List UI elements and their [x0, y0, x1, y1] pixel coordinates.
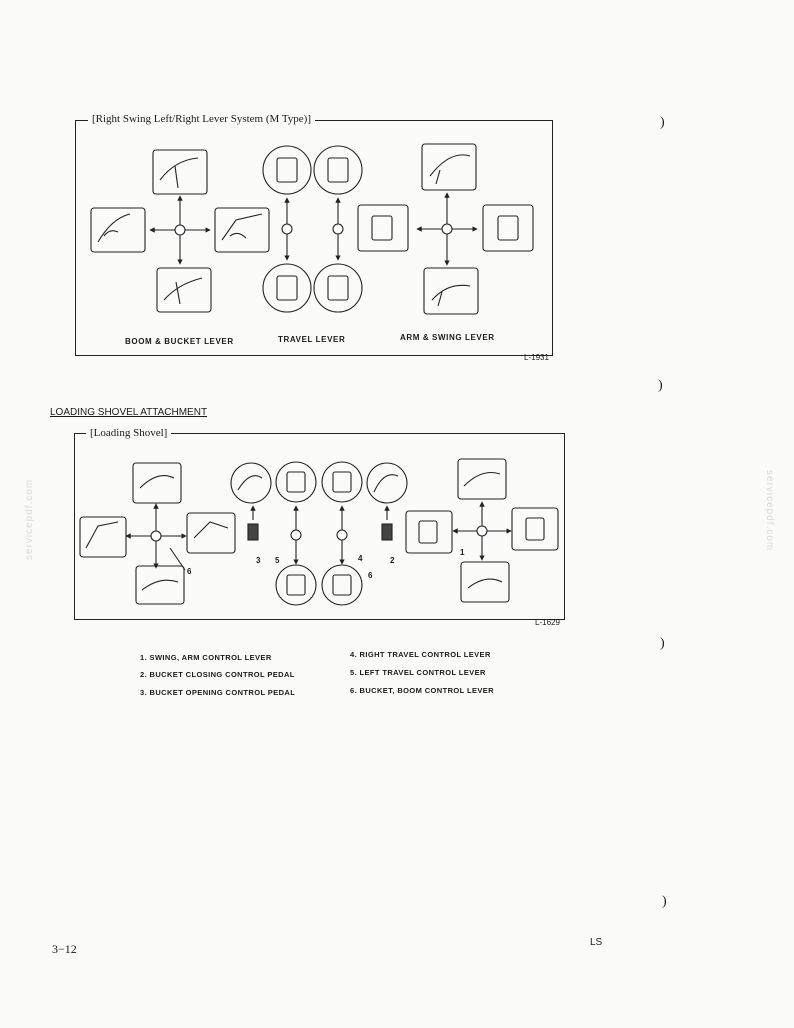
margin-mark-4: ) — [662, 894, 667, 909]
callout-2: 2 — [390, 556, 395, 565]
legend-item-3: 3. BUCKET OPENING CONTROL PEDAL — [140, 688, 296, 697]
diagram2-code: L-1629 — [535, 618, 560, 627]
diagram-loading-shovel-frame — [74, 433, 565, 620]
diagram-loading-shovel-title: [Loading Shovel] — [86, 427, 172, 439]
callout-4: 4 — [358, 554, 363, 563]
callout-3: 3 — [256, 556, 261, 565]
callout-5: 5 — [275, 556, 280, 565]
loading-shovel-swing-arm-icon — [405, 458, 559, 603]
margin-mark-1: ) — [660, 115, 665, 130]
legend-item-2: 2. BUCKET CLOSING CONTROL PEDAL — [140, 670, 295, 679]
watermark-right: servicepdf.com — [764, 470, 775, 552]
legend-item-6: 6. BUCKET, BOOM CONTROL LEVER — [350, 686, 494, 695]
page-number: 3−12 — [52, 942, 77, 956]
watermark-left: servicepdf.com — [24, 478, 35, 560]
margin-mark-3: ) — [660, 636, 665, 651]
callout-6a: 6 — [187, 567, 192, 576]
boom-bucket-lever-caption: BOOM & BUCKET LEVER — [125, 337, 234, 346]
arm-swing-lever-caption: ARM & SWING LEVER — [400, 333, 495, 342]
legend-item-4: 4. RIGHT TRAVEL CONTROL LEVER — [350, 650, 491, 659]
loading-shovel-bucket-boom-icon — [79, 462, 236, 605]
diagram1-code: L-1931 — [524, 353, 549, 362]
arm-swing-lever-icon — [357, 143, 534, 315]
legend-item-1: 1. SWING, ARM CONTROL LEVER — [140, 653, 272, 662]
section-heading-loading-shovel: LOADING SHOVEL ATTACHMENT — [50, 407, 208, 418]
margin-mark-2: ) — [658, 378, 663, 393]
callout-6b: 6 — [368, 571, 373, 580]
loading-shovel-travel-icon — [230, 461, 408, 606]
callout-1: 1 — [460, 548, 465, 557]
footer-code: LS — [590, 937, 603, 948]
legend-item-5: 5. LEFT TRAVEL CONTROL LEVER — [350, 668, 486, 677]
travel-lever-caption: TRAVEL LEVER — [278, 335, 346, 344]
boom-bucket-lever-icon — [90, 149, 270, 313]
diagram-right-swing-title: [Right Swing Left/Right Lever System (M … — [88, 113, 316, 125]
travel-lever-icon — [262, 145, 363, 313]
